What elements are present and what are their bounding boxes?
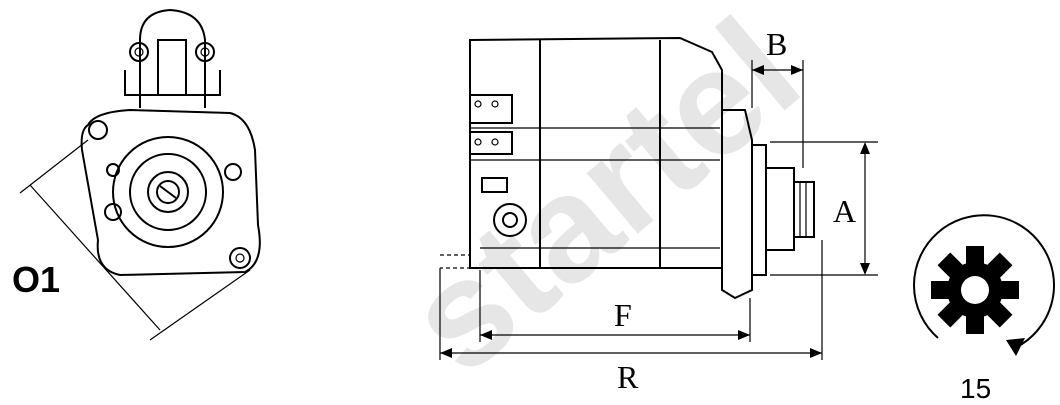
svg-text:startel: startel xyxy=(376,0,829,404)
teeth-count-label: 15 xyxy=(960,373,991,404)
side-view xyxy=(439,36,878,360)
rotation-indicator xyxy=(913,214,1055,356)
dimension-r-label: R xyxy=(617,359,639,395)
dimension-b-label: B xyxy=(766,26,787,62)
front-dimension-label: O1 xyxy=(12,259,60,300)
gear-icon xyxy=(931,246,1019,334)
watermark: startel xyxy=(376,0,829,404)
dimension-a-label: A xyxy=(833,193,856,229)
dimension-f-label: F xyxy=(614,297,632,333)
arrow-head xyxy=(1006,338,1025,356)
front-view xyxy=(19,8,261,341)
clockwise-arrow-icon xyxy=(913,214,1055,349)
